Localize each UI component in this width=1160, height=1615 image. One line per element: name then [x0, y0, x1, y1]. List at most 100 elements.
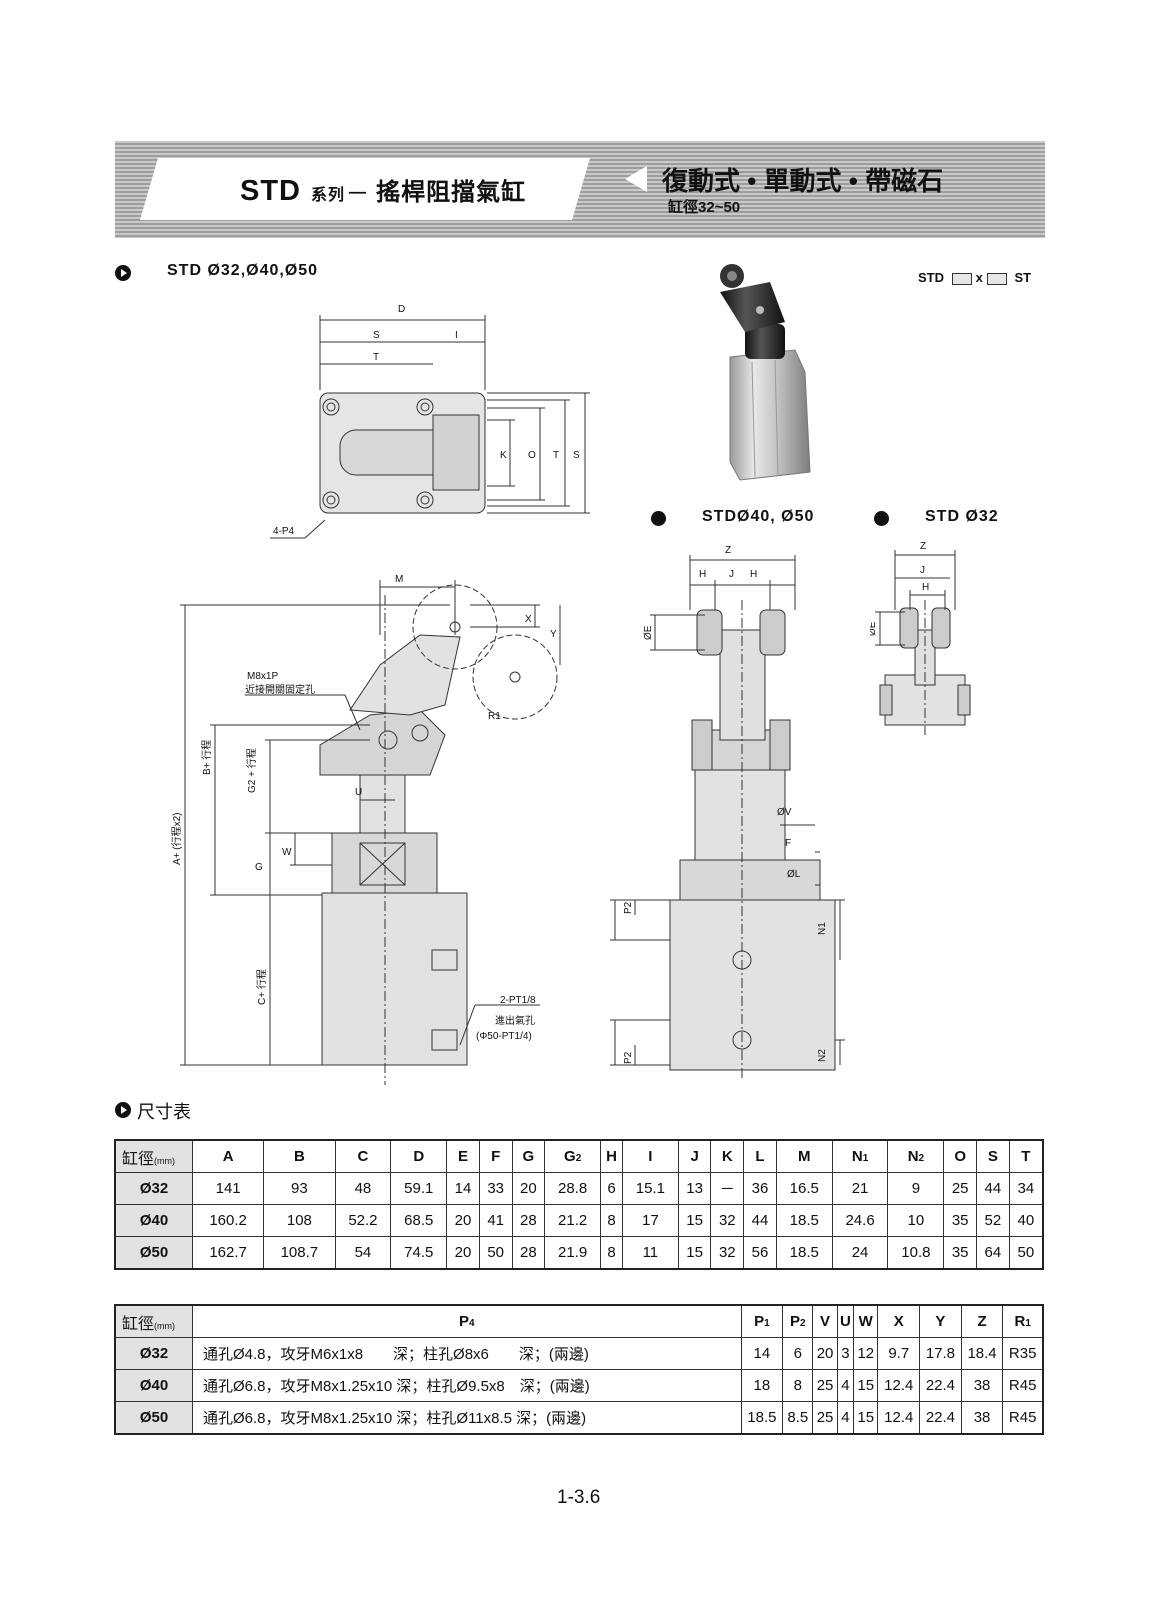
table-cell: 162.7	[191, 1236, 265, 1270]
column-header: X	[877, 1304, 921, 1338]
dim-label: W	[282, 847, 292, 858]
column-header: G	[511, 1139, 546, 1173]
dim-label: U	[355, 787, 362, 798]
table-cell: 50	[1008, 1236, 1044, 1270]
table-cell: 68.5	[390, 1204, 448, 1237]
table-cell: 18.5	[775, 1204, 833, 1237]
dim-label: I	[455, 330, 458, 341]
table-cell: 20	[511, 1172, 546, 1205]
table-cell: 41	[478, 1204, 513, 1237]
dim-label: P1	[605, 915, 608, 928]
product-photo	[720, 264, 811, 481]
bore-cell: Ø50	[114, 1401, 193, 1435]
table-cell: 20	[812, 1337, 838, 1370]
section-title: STD Ø32,Ø40,Ø50	[167, 262, 319, 279]
table-cell: 9.7	[877, 1337, 921, 1370]
dim-label: K	[500, 450, 507, 461]
dim-label: C+ 行程	[255, 969, 268, 1005]
side-view-label-32: STD Ø32	[925, 508, 999, 525]
table-cell: 141	[191, 1172, 265, 1205]
play-bullet-icon	[115, 1102, 131, 1118]
order-code: STD x ST	[918, 270, 1031, 285]
dim-label: 4-P4	[273, 526, 295, 537]
table-cell: 21	[831, 1172, 889, 1205]
dim-label: T	[373, 352, 379, 363]
table-cell: 74.5	[390, 1236, 448, 1270]
dim-label: N2	[817, 1049, 828, 1062]
dim-label: A+ (行程x2)	[170, 812, 183, 865]
table-cell: 35	[943, 1236, 977, 1270]
table-cell: 8	[600, 1236, 623, 1270]
column-header: S	[976, 1139, 1010, 1173]
dim-label: M	[395, 575, 403, 585]
header-title-panel	[140, 158, 590, 220]
dim-label: Y	[550, 629, 557, 640]
table-cell: 16.5	[775, 1172, 833, 1205]
dim-label: X	[525, 614, 532, 625]
dim-label: S	[373, 330, 380, 341]
column-header: U	[836, 1304, 855, 1338]
table-cell: 8	[600, 1204, 623, 1237]
dim-label: D	[398, 304, 405, 315]
table-cell: 15	[677, 1236, 712, 1270]
side-view-label-4050: STDØ40, Ø50	[702, 508, 815, 525]
table-cell: R45	[1002, 1369, 1044, 1402]
table-cell: 40	[1008, 1204, 1044, 1237]
title-dash: ─	[349, 179, 368, 206]
table-cell: 12.4	[877, 1369, 921, 1402]
bore-cell: Ø50	[114, 1236, 193, 1270]
column-header: L	[743, 1139, 777, 1173]
table-cell: 13	[677, 1172, 712, 1205]
table-corner: 缸徑(mm)	[114, 1139, 193, 1173]
table-cell: 34	[1008, 1172, 1044, 1205]
page-number: 1-3.6	[557, 1487, 601, 1508]
order-code-suffix: ST	[1014, 270, 1032, 285]
table-cell: 28	[511, 1236, 546, 1270]
side-view-4050-drawing: Z H J H ØE ØV F ØL P1 P2 N1 P1 P2 N2	[605, 545, 845, 1080]
column-header: T	[1008, 1139, 1044, 1173]
order-box-icon	[986, 272, 1007, 285]
table-cell: 33	[478, 1172, 513, 1205]
bullet-icon	[874, 511, 889, 526]
table-cell: 28.8	[544, 1172, 602, 1205]
column-header: G2	[544, 1139, 602, 1173]
table-cell: 35	[943, 1204, 977, 1237]
table-cell: 108	[263, 1204, 336, 1237]
dim-label: H	[922, 582, 929, 593]
column-header: O	[943, 1139, 977, 1173]
column-header: V	[812, 1304, 838, 1338]
top-view-drawing: D S I T K O T S 4-P4	[270, 304, 590, 539]
column-header: A	[191, 1139, 265, 1173]
dim-label: G	[255, 862, 263, 873]
table-cell: 52.2	[334, 1204, 392, 1237]
table-cell: 15	[853, 1369, 879, 1402]
dim-label: 近接開關固定孔	[245, 683, 315, 696]
dim-label: H	[750, 569, 757, 580]
series-code: STD	[240, 175, 301, 207]
table-cell: 21.9	[544, 1236, 602, 1270]
table-cell: 59.1	[390, 1172, 448, 1205]
column-header: W	[853, 1304, 879, 1338]
table-cell: 20	[446, 1236, 480, 1270]
column-header: H	[600, 1139, 623, 1173]
dim-label: Z	[920, 541, 926, 552]
table-cell: 18.5	[740, 1401, 784, 1435]
table-cell: 24	[831, 1236, 889, 1270]
column-header: C	[334, 1139, 392, 1173]
table-cell: 8.5	[782, 1401, 814, 1435]
dim-label: N1	[817, 922, 828, 935]
bore-range: 缸徑32~50	[668, 199, 741, 216]
column-header: N2	[887, 1139, 945, 1173]
dim-label: B+ 行程	[200, 740, 213, 775]
table-cell: 20	[446, 1204, 480, 1237]
table-cell: 160.2	[191, 1204, 265, 1237]
table-cell: 36	[743, 1172, 777, 1205]
table-cell: 15	[677, 1204, 712, 1237]
table-cell: 25	[812, 1401, 838, 1435]
order-code-x: x	[975, 270, 983, 285]
table-cell: 9	[887, 1172, 945, 1205]
column-header: F	[478, 1139, 513, 1173]
